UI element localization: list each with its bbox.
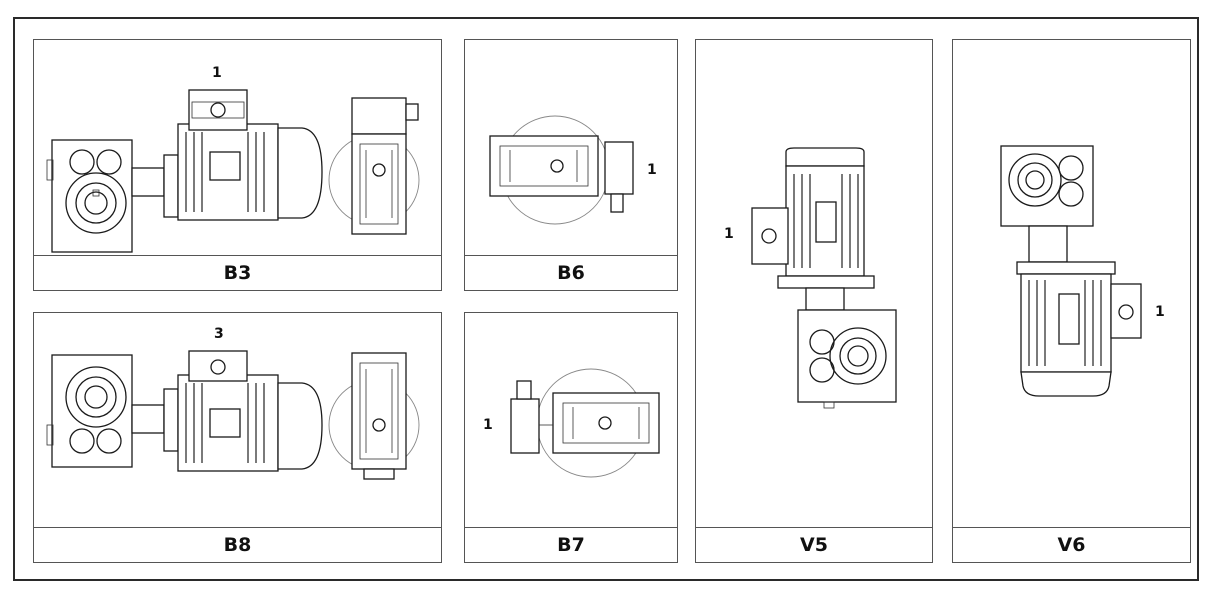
outer-frame xyxy=(13,17,1199,581)
b8-gearbox xyxy=(46,354,133,468)
b6-label: B6 xyxy=(465,255,677,290)
panel-v5: 1 V5 xyxy=(695,39,933,563)
b8-label: B8 xyxy=(34,527,441,562)
panel-b7: 1 B7 xyxy=(464,312,678,563)
b7-label: B7 xyxy=(465,527,677,562)
b3-gearbox xyxy=(46,139,133,253)
v6-motor xyxy=(1016,225,1142,397)
b8-marker: 3 xyxy=(214,326,224,342)
v5-label: V5 xyxy=(696,527,932,562)
b8-motor xyxy=(177,350,323,472)
panel-b3: 1 B3 xyxy=(33,39,442,291)
b3-marker: 1 xyxy=(212,65,222,81)
b7-drawing xyxy=(510,368,660,478)
b3-label: B3 xyxy=(34,255,441,290)
panel-b6: 1 B6 xyxy=(464,39,678,291)
v6-gearbox xyxy=(1000,145,1094,227)
b6-drawing xyxy=(489,115,634,225)
b3-motor xyxy=(177,89,323,221)
b7-marker: 1 xyxy=(483,417,493,433)
v5-marker: 1 xyxy=(724,226,734,242)
panel-v6: 1 V6 xyxy=(952,39,1191,563)
v5-motor xyxy=(751,147,875,311)
b8-side-view xyxy=(328,352,420,480)
v6-label: V6 xyxy=(953,527,1190,562)
b3-drawing xyxy=(46,89,420,253)
v5-gearbox xyxy=(797,309,897,409)
v6-drawing xyxy=(1000,145,1142,397)
b3-side-view xyxy=(328,97,420,235)
v5-drawing xyxy=(751,147,897,409)
panel-b8: 3 B8 xyxy=(33,312,442,563)
b8-drawing xyxy=(46,350,420,480)
b8-adapter xyxy=(131,388,179,452)
b3-adapter xyxy=(131,154,179,218)
v6-marker: 1 xyxy=(1155,304,1165,320)
b6-marker: 1 xyxy=(647,162,657,178)
